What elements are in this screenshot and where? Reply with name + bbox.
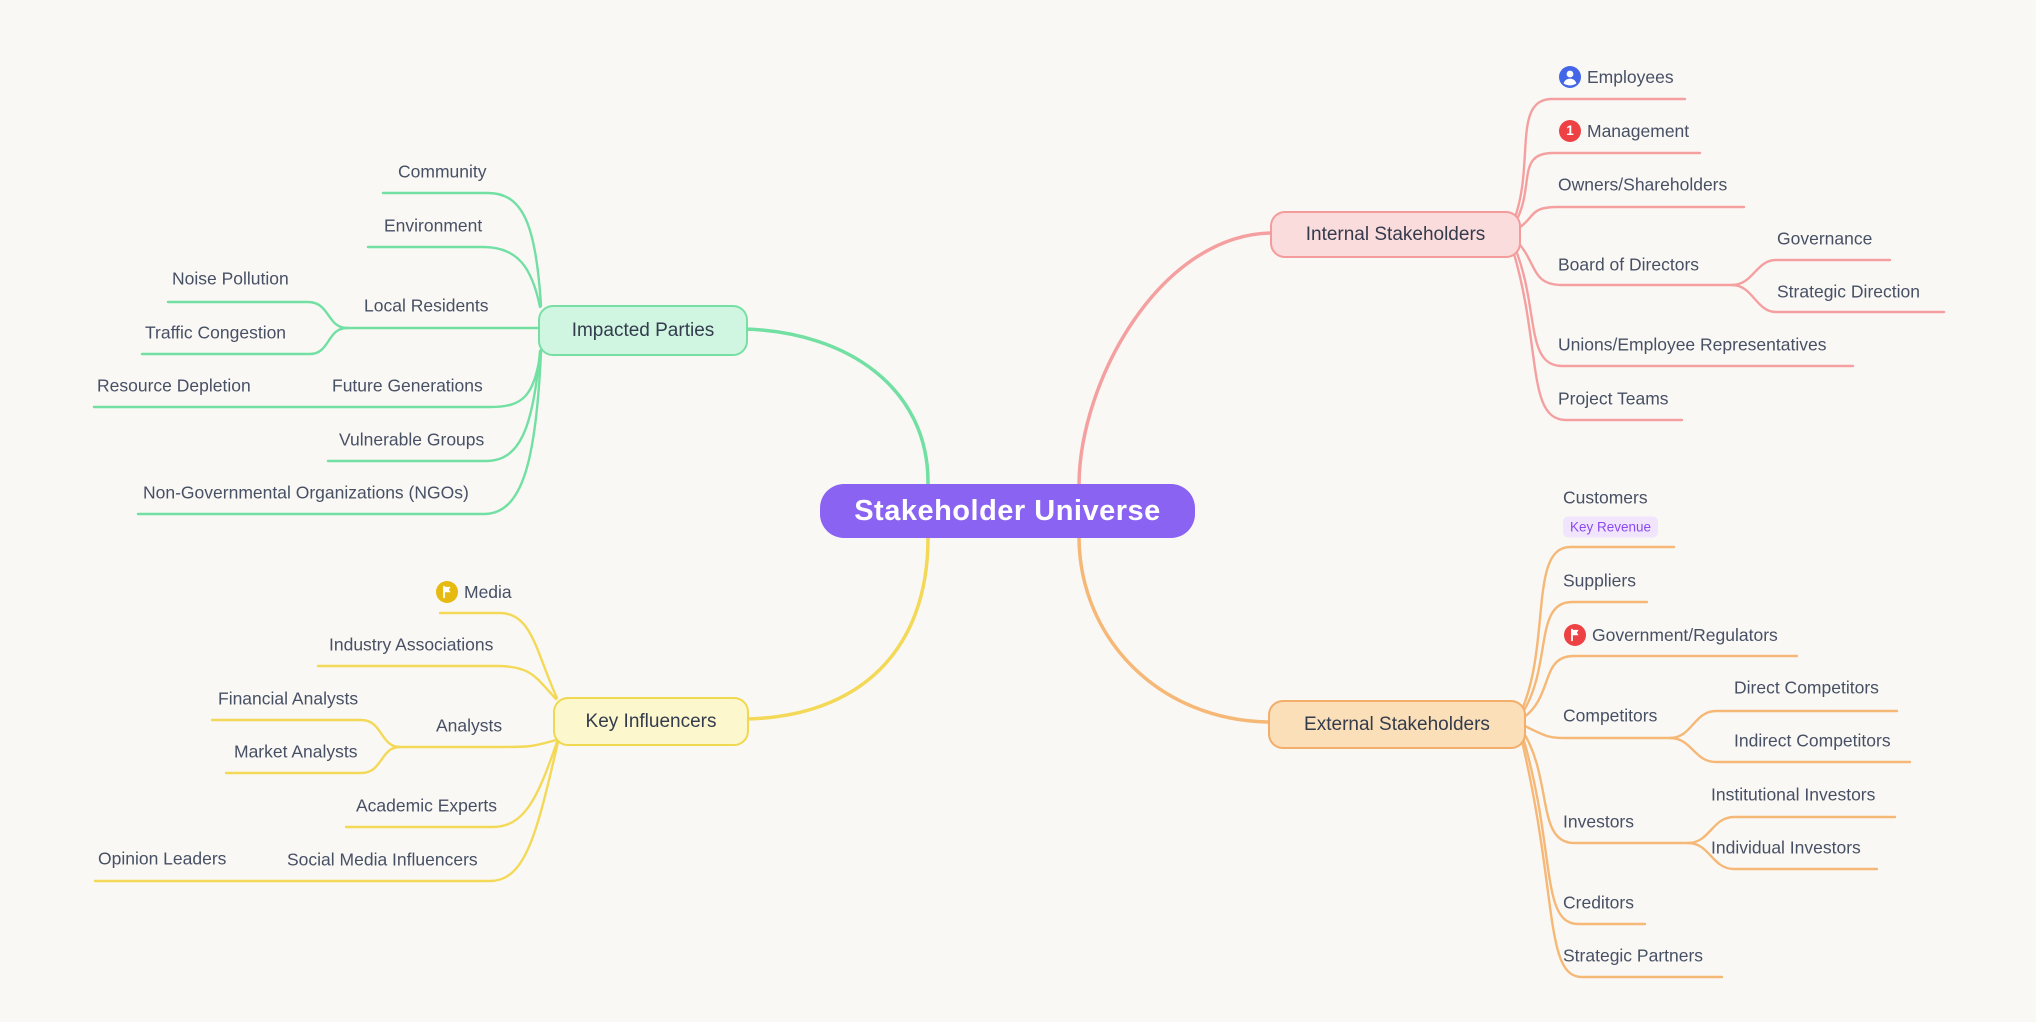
node-future-generations[interactable]: Future Generations [332,375,483,396]
edge-internal-project [1510,245,1684,422]
branch-external-stakeholders[interactable]: External Stakeholders [1268,700,1526,749]
node-academic-experts[interactable]: Academic Experts [356,795,498,816]
node-indirect-competitors[interactable]: Indirect Competitors [1734,730,1891,751]
person-icon [1559,66,1581,88]
node-strategic-partners[interactable]: Strategic Partners [1563,945,1704,966]
edge-internal-employees [1512,97,1687,222]
edge-internal-board [1512,236,1734,287]
edge-impacted-community [381,191,543,308]
central-topic[interactable]: Stakeholder Universe [820,484,1195,538]
branch-key-influencers[interactable]: Key Influencers [553,697,749,746]
edge-influencers-academic [344,740,559,829]
edge-impacted-environment [366,245,542,309]
node-local-residents[interactable]: Local Residents [364,295,489,316]
edge-investors-institutional [1686,815,1897,845]
edge-influencers-analysts [398,738,558,749]
node-vulnerable-groups[interactable]: Vulnerable Groups [339,429,485,450]
node-financial-analysts[interactable]: Financial Analysts [218,688,359,709]
edge-board-strategic [1730,283,1946,314]
edge-influencers-industry [316,664,558,701]
node-unions-employee-representatives[interactable]: Unions/Employee Representatives [1558,334,1827,355]
node-resource-depletion[interactable]: Resource Depletion [97,375,251,396]
node-traffic-congestion[interactable]: Traffic Congestion [145,322,287,343]
node-community[interactable]: Community [398,161,487,182]
edge-impacted-ngo [136,350,543,516]
edge-external-suppliers [1521,600,1649,714]
node-social-media-influencers[interactable]: Social Media Influencers [287,849,478,870]
node-analysts[interactable]: Analysts [436,715,503,736]
edge-competitors-direct [1668,709,1899,740]
edge-analysts-market [224,745,402,775]
edge-local-traffic [140,326,349,356]
node-noise-pollution[interactable]: Noise Pollution [172,268,289,289]
edge-root-impacted [742,327,930,486]
flag-icon [1564,624,1586,646]
edge-local-noise [166,300,349,330]
edge-competitors-indirect [1668,736,1912,764]
node-governance[interactable]: Governance [1777,228,1873,249]
edge-investors-individual [1686,841,1879,871]
edge-influencers-media [438,611,559,700]
node-industry-associations[interactable]: Industry Associations [329,634,494,655]
edge-internal-management [1512,151,1702,227]
edge-external-competitors [1521,723,1672,740]
node-board-of-directors[interactable]: Board of Directors [1558,254,1700,275]
edge-external-customers [1521,545,1676,709]
edge-external-partners [1519,735,1724,979]
node-government-regulators[interactable]: Government/Regulators [1564,624,1778,646]
edge-internal-unions [1511,241,1855,368]
node-strategic-direction[interactable]: Strategic Direction [1777,281,1920,302]
edge-external-investors [1520,728,1690,845]
branch-internal-stakeholders[interactable]: Internal Stakeholders [1270,211,1521,258]
node-customers[interactable]: Customers [1563,487,1648,508]
edge-impacted-vulnerable [326,349,542,463]
node-suppliers[interactable]: Suppliers [1563,570,1636,591]
edge-influencers-social [93,740,560,883]
edge-root-internal [1077,231,1272,486]
node-investors[interactable]: Investors [1563,811,1634,832]
edge-internal-owners [1512,205,1746,233]
node-ngos[interactable]: Non-Governmental Organizations (NGOs) [143,482,469,503]
priority-1-icon: 1 [1559,120,1581,142]
edge-root-external [1077,536,1270,724]
node-management[interactable]: 1 Management [1559,120,1689,142]
node-direct-competitors[interactable]: Direct Competitors [1734,677,1879,698]
node-environment[interactable]: Environment [384,215,483,236]
edge-root-influencers [743,536,930,721]
node-project-teams[interactable]: Project Teams [1558,388,1669,409]
node-media[interactable]: Media [436,581,512,603]
node-employees[interactable]: Employees [1559,66,1674,88]
branch-impacted-parties[interactable]: Impacted Parties [538,305,748,356]
node-owners-shareholders[interactable]: Owners/Shareholders [1558,174,1728,195]
key-revenue-tag: Key Revenue [1563,516,1659,538]
edge-external-creditors [1520,732,1647,926]
edge-external-government [1521,654,1799,720]
node-individual-investors[interactable]: Individual Investors [1711,837,1861,858]
node-creditors[interactable]: Creditors [1563,892,1634,913]
node-market-analysts[interactable]: Market Analysts [234,741,358,762]
node-competitors[interactable]: Competitors [1563,705,1658,726]
edge-analysts-financial [210,718,402,749]
node-opinion-leaders[interactable]: Opinion Leaders [98,848,227,869]
edge-board-governance [1730,258,1892,287]
node-institutional-investors[interactable]: Institutional Investors [1711,784,1876,805]
flag-icon [436,581,458,603]
